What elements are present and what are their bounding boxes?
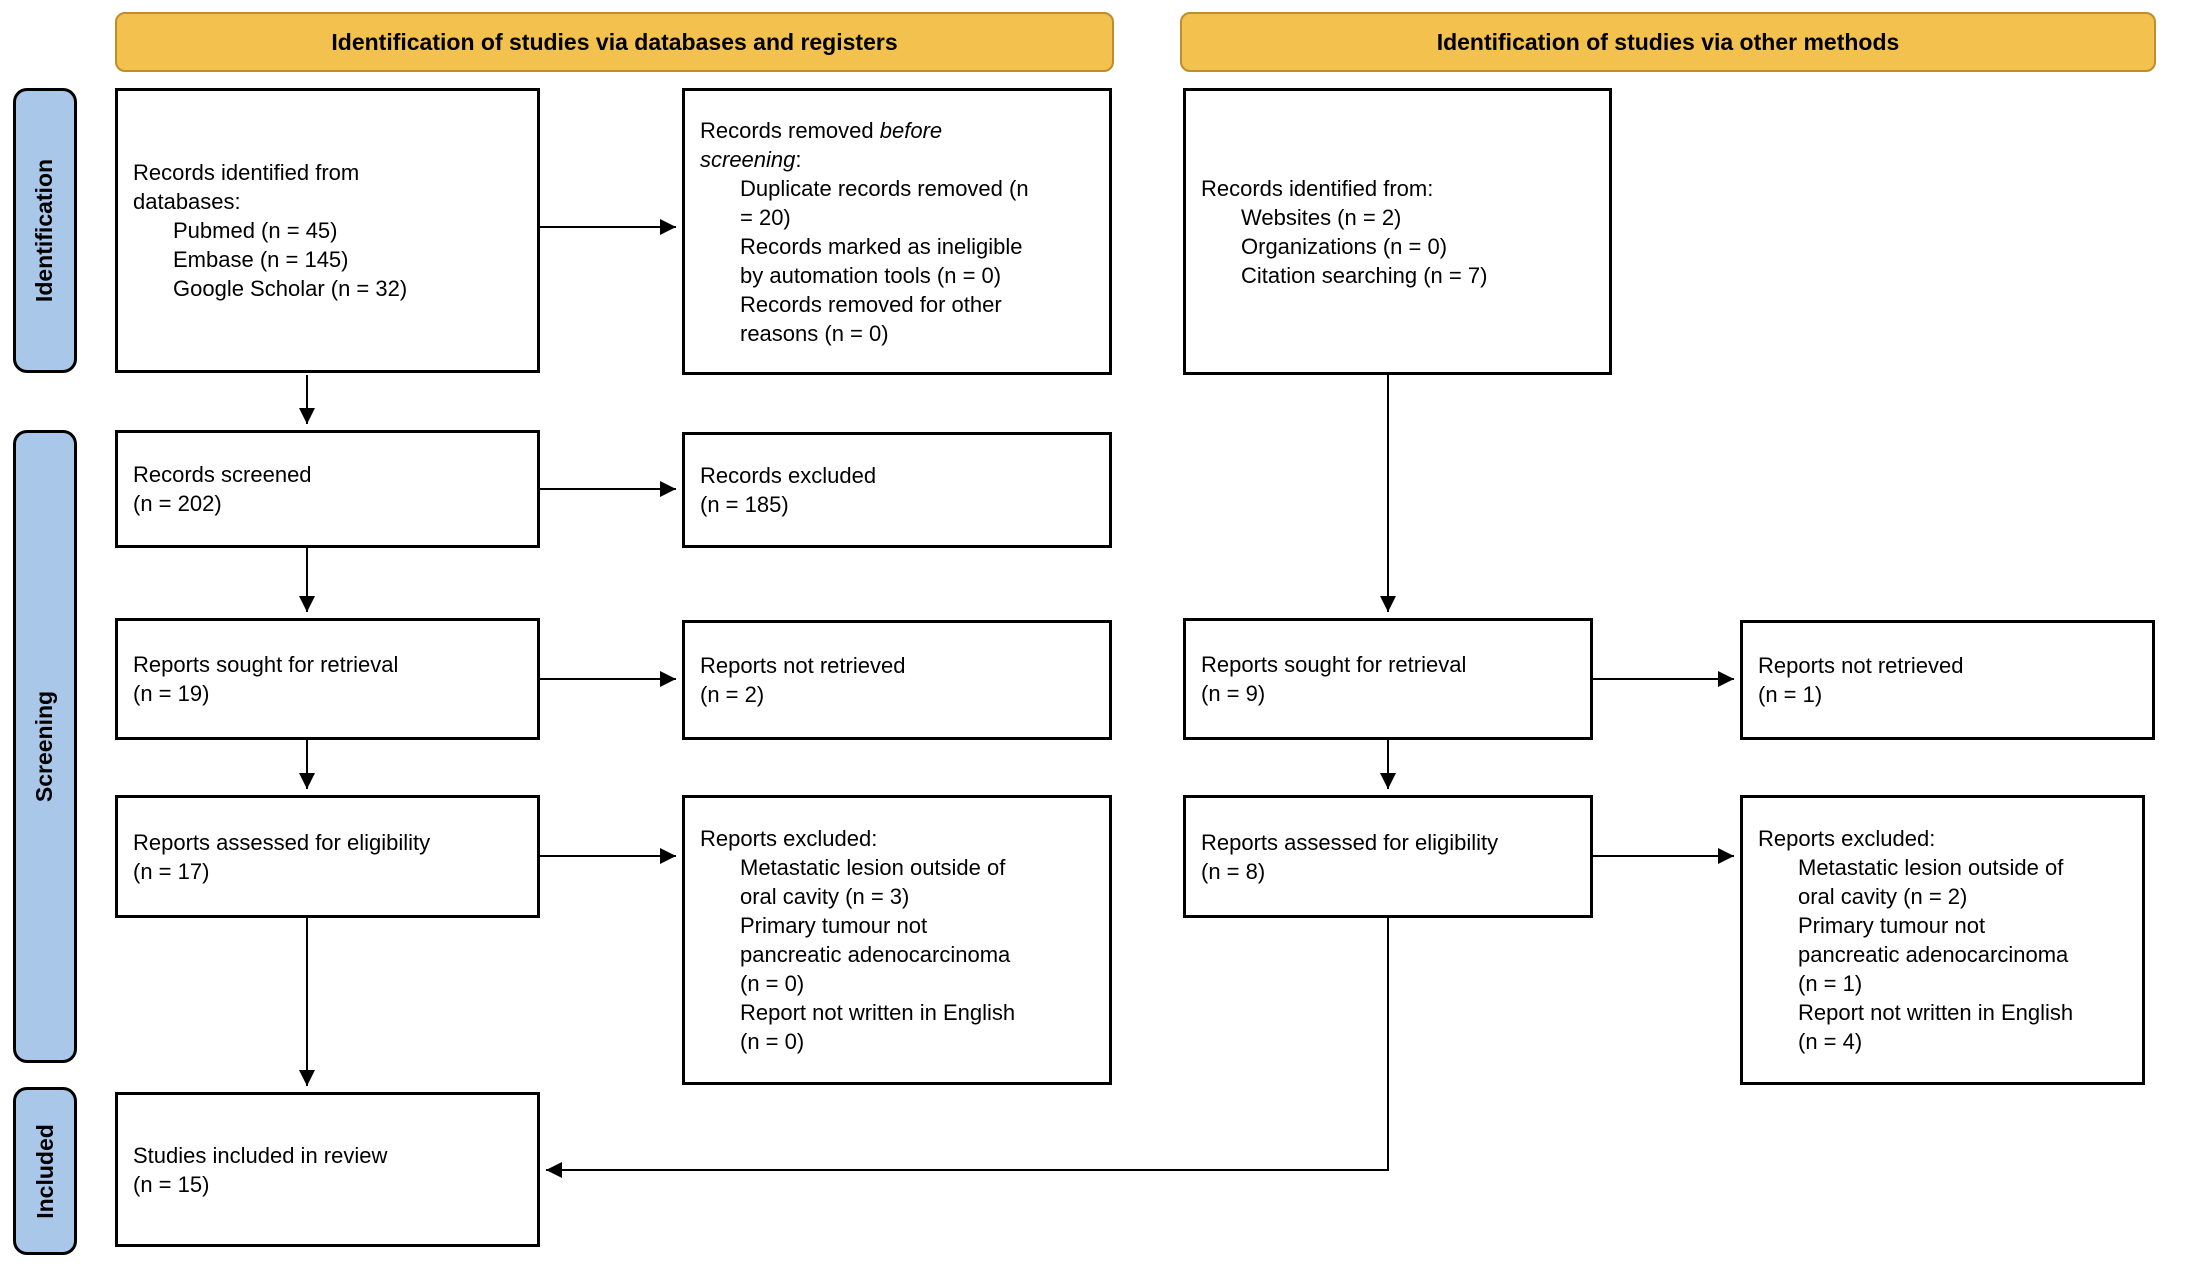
box-text-line: pancreatic adenocarcinoma (1798, 942, 2069, 967)
box-text-line: Pubmed (n = 45) (173, 218, 338, 243)
box-text-line: (n = 202) (133, 491, 222, 516)
box-text-line: Duplicate records removed (n (740, 175, 1029, 201)
box-reports-assessed-databases: Reports assessed for eligibility (n = 17) (115, 795, 540, 918)
box-text-line: (n = 1) (1758, 682, 1823, 707)
box-text-line: Report not written in English (1798, 1000, 2074, 1025)
box-text-line: Reports not retrieved (1758, 653, 1964, 678)
header-databases-registers-label: Identification of studies via databases … (331, 28, 898, 55)
header-other-methods: Identification of studies via other meth… (1180, 12, 2156, 72)
box-text-line: Reports sought for retrieval (133, 652, 399, 677)
box-text-line: (n = 0) (740, 1029, 805, 1054)
header-other-methods-label: Identification of studies via other meth… (1436, 28, 1900, 55)
box-text-line: (n = 15) (133, 1171, 210, 1197)
box-text-line: Reports assessed for eligibility (1201, 829, 1499, 855)
box-text-line: (n = 2) (700, 682, 765, 707)
box-records-removed-before-screening: Records removed before screening: Duplicat… (682, 88, 1112, 375)
header-databases-registers: Identification of studies via databases … (115, 12, 1114, 72)
box-studies-included: Studies included in review (n = 15) (115, 1092, 540, 1247)
box-text-line: Google Scholar (n = 32) (173, 276, 408, 301)
box-reports-excluded-databases: Reports excluded: Metastatic lesion outsi… (682, 795, 1112, 1085)
box-records-screened: Records screened (n = 202) (115, 430, 540, 548)
box-text-line: (n = 19) (133, 681, 210, 706)
stage-included: Included (13, 1087, 77, 1255)
box-text-line: Reports assessed for eligibility (133, 829, 431, 855)
box-text-line: Records removed before (700, 117, 943, 143)
box-text-line: Primary tumour not (740, 913, 928, 938)
stage-screening-label: Screening (31, 690, 58, 803)
box-text-line: Embase (n = 145) (173, 247, 349, 272)
box-reports-not-retrieved-databases: Reports not retrieved (n = 2) (682, 620, 1112, 740)
box-text-line: Primary tumour not (1798, 913, 1986, 938)
stage-identification-label: Identification (31, 158, 58, 303)
box-text-line: Reports not retrieved (700, 653, 906, 678)
box-records-identified-other-methods: Records identified from: Websites (n = 2)… (1183, 88, 1612, 375)
box-text-line: (n = 1) (1798, 971, 1863, 996)
box-reports-excluded-other: Reports excluded: Metastatic lesion outsi… (1740, 795, 2145, 1085)
box-text-line: (n = 0) (740, 971, 805, 996)
box-text-line: pancreatic adenocarcinoma (740, 942, 1011, 967)
box-text-line: Reports excluded: (1758, 826, 1936, 851)
box-text-line: Metastatic lesion outside of (740, 855, 1006, 880)
box-text-line: = 20) (740, 204, 791, 230)
box-reports-assessed-other: Reports assessed for eligibility (n = 8) (1183, 795, 1593, 918)
box-reports-sought-other: Reports sought for retrieval (n = 9) (1183, 618, 1593, 740)
box-text-line: Report not written in English (740, 1000, 1016, 1025)
box-text-line: (n = 4) (1798, 1029, 1863, 1054)
box-text-line: Websites (n = 2) (1241, 204, 1402, 230)
box-records-identified-databases: Records identified from databases: Pubmed … (115, 88, 540, 373)
box-text-line: reasons (n = 0) (740, 320, 889, 346)
box-text-line: databases: (133, 189, 241, 214)
stage-included-label: Included (31, 1123, 58, 1219)
box-text-line: Records identified from: (1201, 175, 1434, 201)
box-text-line: oral cavity (n = 3) (740, 884, 910, 909)
box-records-excluded: Records excluded (n = 185) (682, 432, 1112, 548)
stage-identification: Identification (13, 88, 77, 373)
box-text-line: Records identified from (133, 160, 360, 185)
box-text-line: Reports sought for retrieval (1201, 652, 1467, 677)
box-reports-sought-databases: Reports sought for retrieval (n = 19) (115, 618, 540, 740)
box-text-line: Records excluded (700, 463, 877, 488)
box-text-line: Records removed for other (740, 291, 1002, 317)
box-reports-not-retrieved-other: Reports not retrieved (n = 1) (1740, 620, 2155, 740)
box-text-line: (n = 17) (133, 858, 210, 884)
box-text-line: screening: (700, 146, 802, 172)
box-text-line: Metastatic lesion outside of (1798, 855, 2064, 880)
box-text-line: Organizations (n = 0) (1241, 233, 1448, 259)
box-text-line: oral cavity (n = 2) (1798, 884, 1968, 909)
box-text-line: Citation searching (n = 7) (1241, 262, 1488, 288)
box-text-line: (n = 9) (1201, 681, 1266, 706)
box-text-line: Studies included in review (133, 1142, 388, 1168)
box-text-line: Records screened (133, 462, 312, 487)
box-text-line: (n = 185) (700, 492, 789, 517)
stage-screening: Screening (13, 430, 77, 1063)
box-text-line: Records marked as ineligible (740, 233, 1023, 259)
box-text-line: (n = 8) (1201, 858, 1266, 884)
box-text-line: by automation tools (n = 0) (740, 262, 1002, 288)
box-text-line: Reports excluded: (700, 826, 878, 851)
